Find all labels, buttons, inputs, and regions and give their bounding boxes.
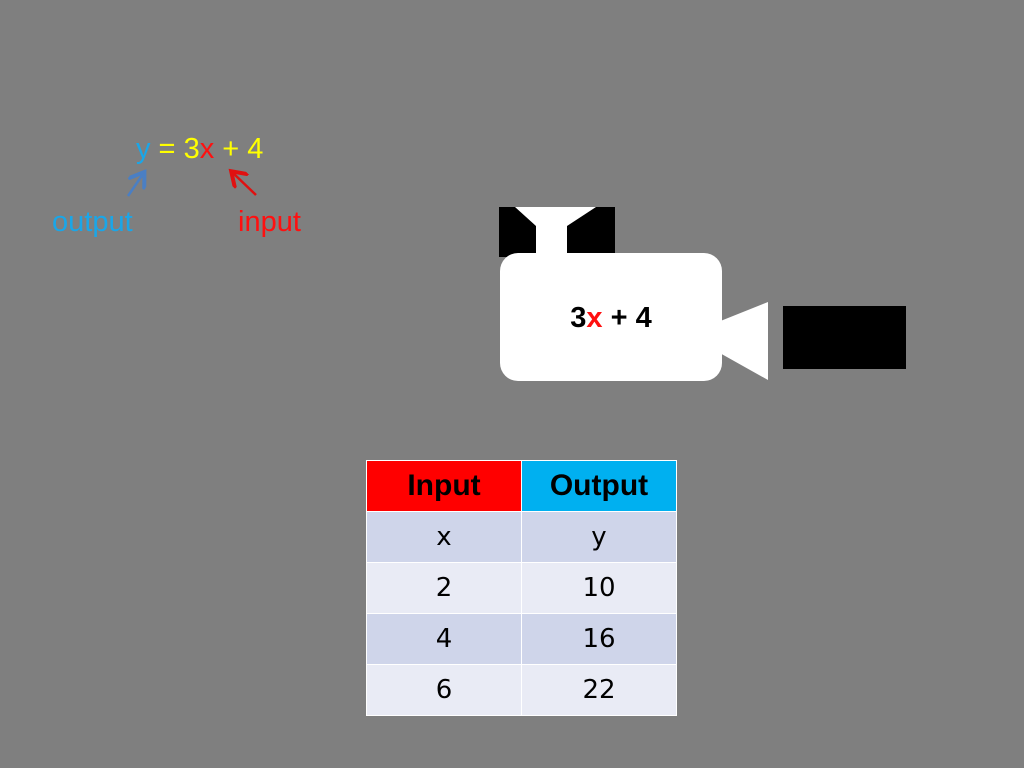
output-arrow — [126, 174, 143, 197]
machine-constant: + 4 — [602, 302, 652, 334]
input-funnel — [515, 207, 596, 260]
equation-input-variable: x — [199, 133, 215, 165]
output-block — [783, 306, 906, 369]
machine-coefficient: 3 — [570, 302, 587, 334]
output-spout — [718, 302, 768, 380]
cell-input: 2 — [366, 562, 522, 614]
table-header-row: Input Output — [366, 460, 677, 512]
cell-output: y — [521, 511, 677, 563]
function-machine — [500, 253, 722, 381]
equation: y = 3x + 4 — [136, 132, 263, 166]
cell-input: x — [366, 511, 522, 563]
cell-output: 22 — [521, 664, 677, 716]
input-label: input — [238, 206, 301, 238]
table-row: 6 22 — [366, 664, 677, 716]
header-input: Input — [366, 460, 522, 512]
input-output-table: Input Output x y 2 10 4 16 6 22 — [366, 460, 677, 716]
equation-equals: = — [150, 133, 184, 165]
table-row: x y — [366, 511, 677, 563]
cell-input: 4 — [366, 613, 522, 665]
equation-output-variable: y — [136, 133, 151, 165]
input-arrow — [233, 173, 257, 196]
header-output: Output — [521, 460, 677, 512]
cell-input: 6 — [366, 664, 522, 716]
equation-constant: + 4 — [214, 133, 264, 165]
cell-output: 16 — [521, 613, 677, 665]
table-row: 4 16 — [366, 613, 677, 665]
machine-expression: 3x + 4 — [500, 300, 722, 336]
machine-input-variable: x — [586, 302, 603, 334]
table-row: 2 10 — [366, 562, 677, 614]
equation-coefficient: 3 — [183, 133, 200, 165]
output-label: output — [52, 206, 133, 238]
cell-output: 10 — [521, 562, 677, 614]
